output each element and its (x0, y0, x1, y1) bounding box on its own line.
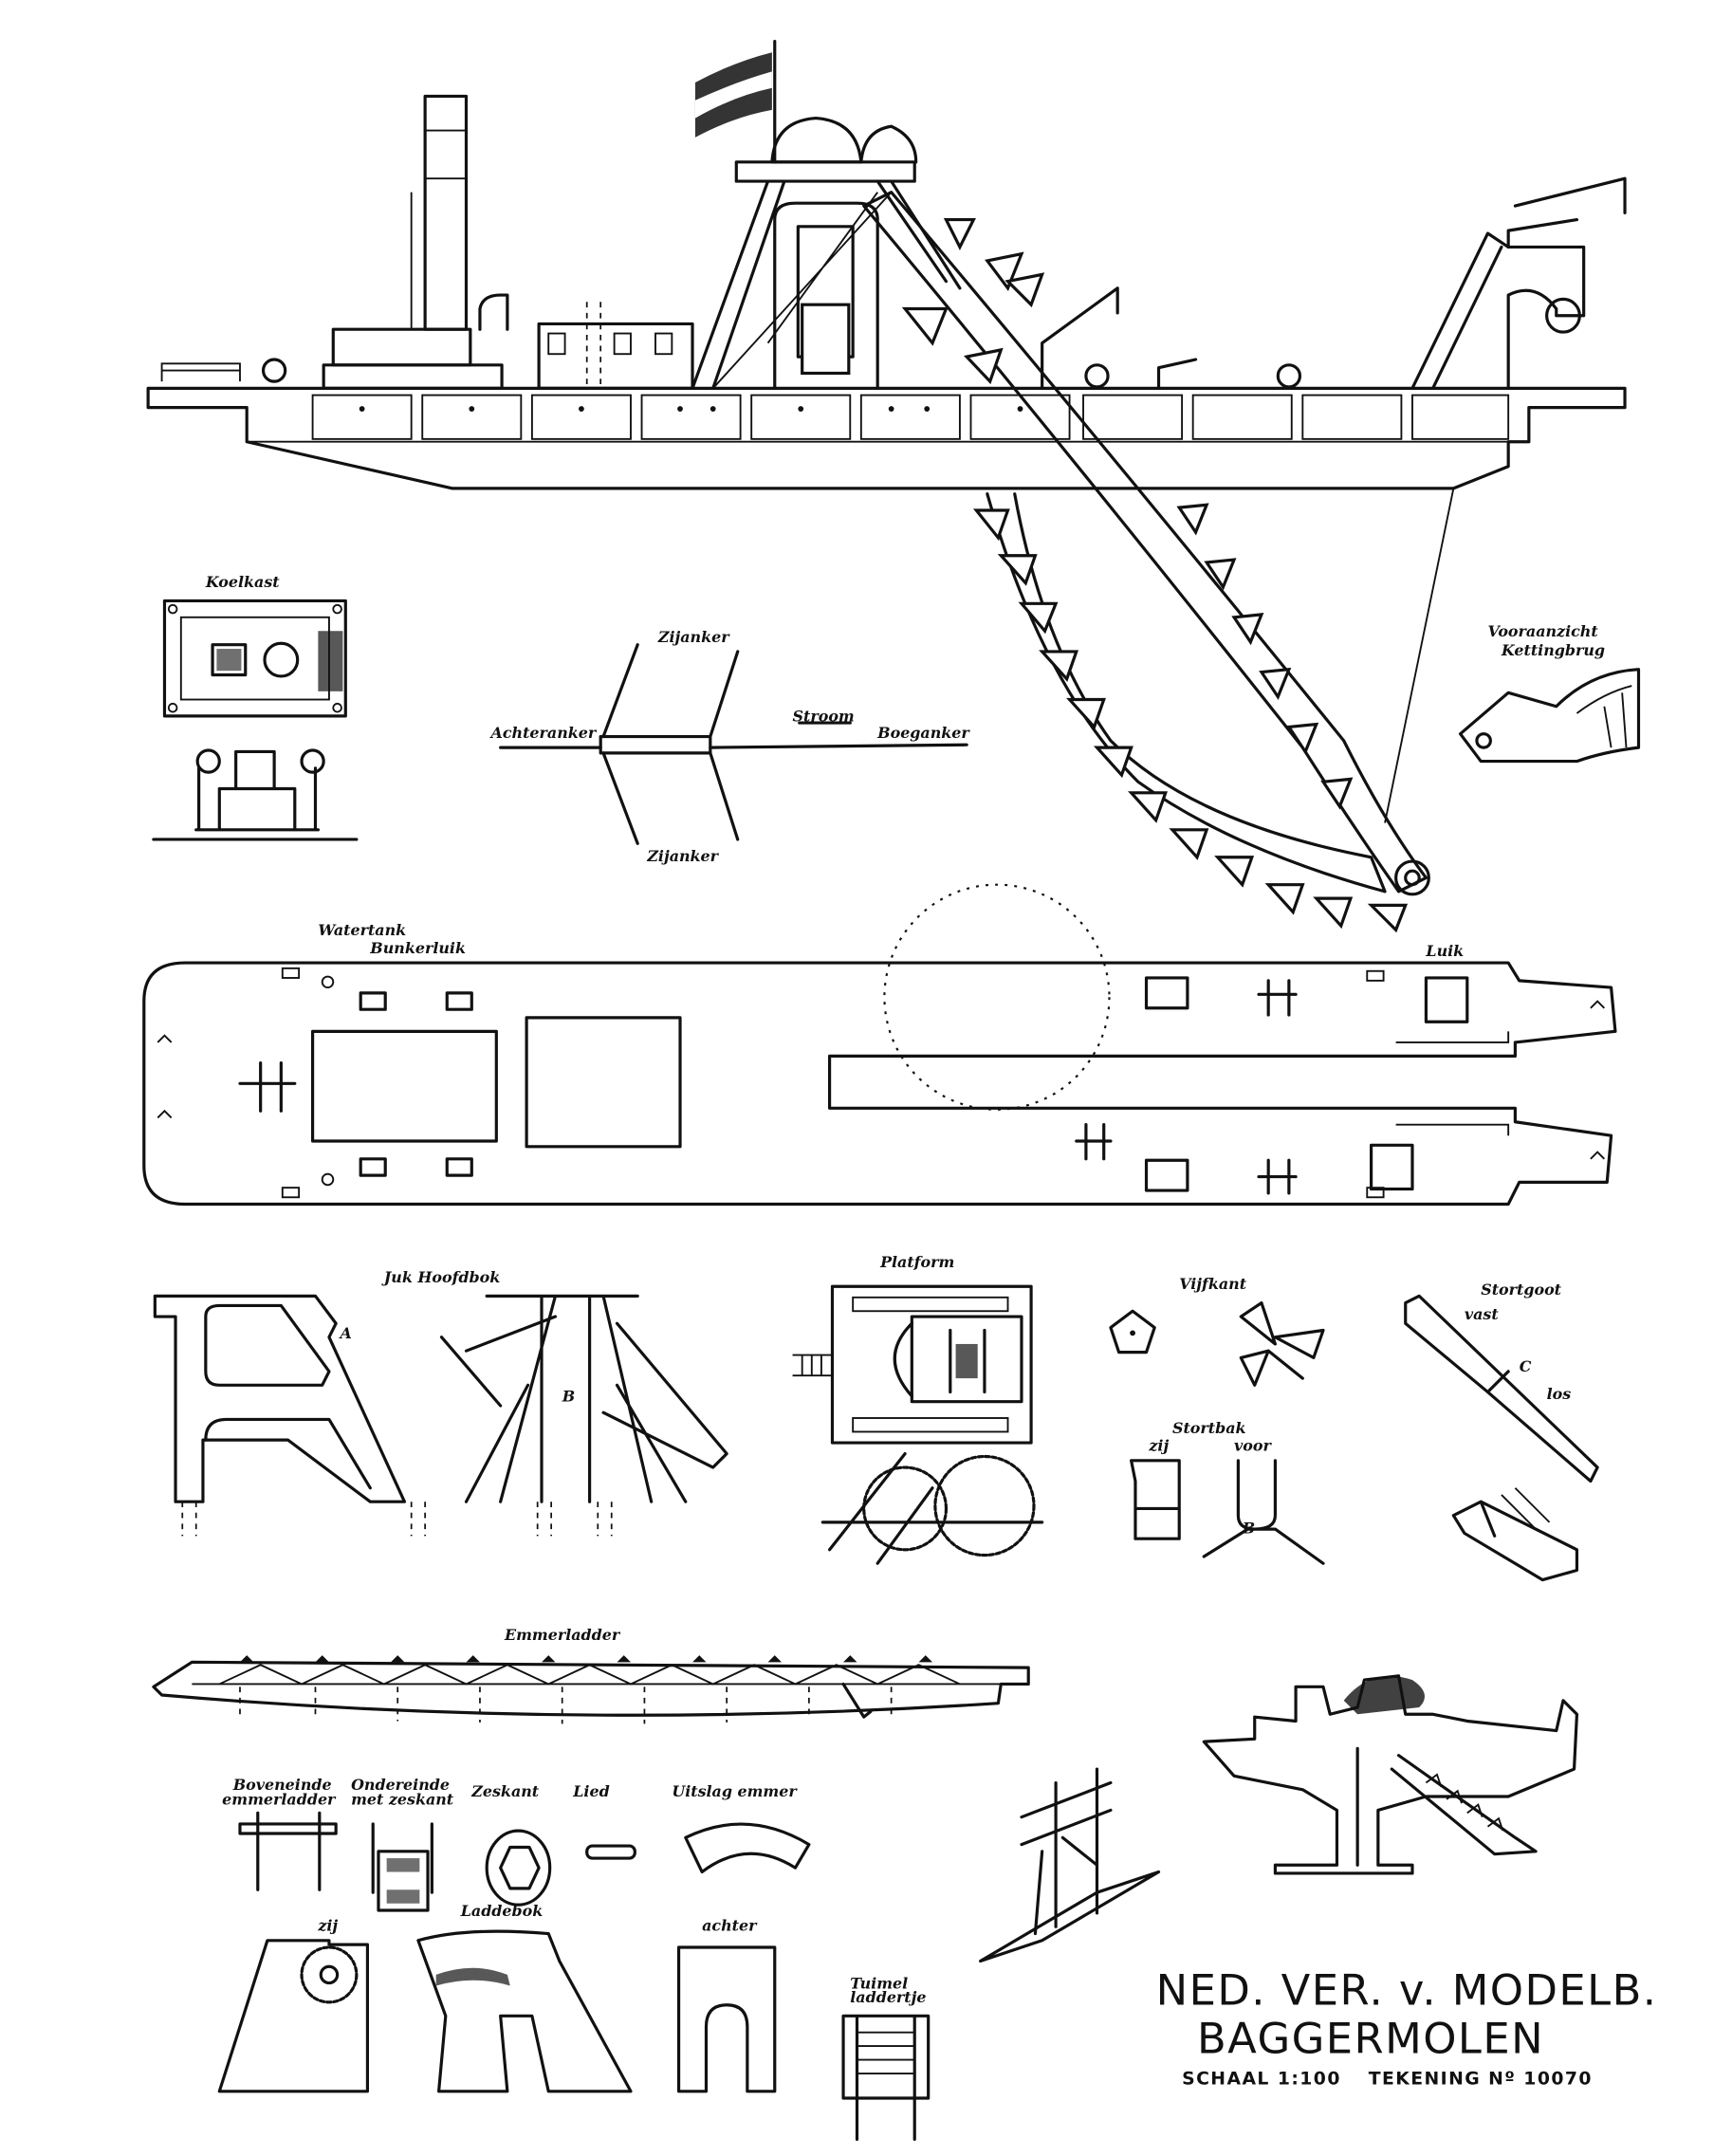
label-mark-b-stortbak: B (1242, 1519, 1255, 1537)
hull-panels (311, 394, 1510, 440)
label-platform: Platform (879, 1253, 954, 1271)
label-vast: vast (1465, 1305, 1499, 1323)
title-drawing-number: TEKENING Nº 10070 (1369, 2070, 1593, 2090)
label-zijanker-bottom: Zijanker (646, 847, 719, 865)
chimney (423, 94, 469, 331)
bucket-ladder-elevation (862, 191, 1455, 933)
label-stortgoot: Stortgoot (1481, 1281, 1561, 1299)
anchor-diagram: Zijanker Achteranker Stroom Boeganker Zi… (489, 628, 971, 865)
stortgoot-detail: Stortgoot vast los C (1404, 1281, 1599, 1582)
title-subject: BAGGERMOLEN (1197, 2013, 1544, 2063)
label-laddebok: Laddebok (460, 1902, 544, 1920)
deckhouse (537, 322, 694, 390)
label-uitslag-emmer: Uitslag emmer (672, 1782, 798, 1800)
label-watertank: Watertank (318, 921, 406, 939)
tuimel-laddertje-detail: Tuimel laddertje (841, 1974, 931, 2141)
label-laddertje: laddertje (850, 1988, 926, 2006)
plan-view: Watertank Bunkerluik Luik (142, 883, 1617, 1207)
label-los: los (1547, 1385, 1572, 1403)
label-stortbak: Stortbak (1172, 1419, 1246, 1437)
label-vooraanzicht: Vooraanzicht (1487, 622, 1598, 640)
label-lied: Lied (572, 1782, 609, 1800)
label-stroom: Stroom (793, 708, 855, 726)
label-stortbak-voor: voor (1234, 1437, 1272, 1455)
forward-gantry (1410, 176, 1627, 390)
label-laddebok-achter: achter (702, 1917, 758, 1935)
label-boveneinde-2: emmerladder (222, 1791, 337, 1809)
small-parts: Boveneinde emmerladder Ondereinde met ze… (222, 1776, 811, 1912)
isometric-column-detail (979, 1767, 1161, 1963)
label-mark-c: C (1520, 1357, 1532, 1375)
label-stortbak-zij: zij (1148, 1437, 1169, 1455)
main-tower (691, 116, 962, 390)
vijfkant-stortbak-detail: Vijfkant Stortbak zij voor B (1109, 1275, 1325, 1565)
label-boveneinde: Boveneinde (232, 1776, 332, 1794)
flag (694, 40, 777, 164)
label-ondereinde: Ondereinde (351, 1776, 450, 1794)
koelkast-detail: Koelkast (152, 573, 359, 841)
label-laddebok-zij: zij (317, 1917, 338, 1935)
label-bunkerluik: Bunkerluik (369, 939, 466, 957)
label-mark-b: B (562, 1388, 575, 1406)
label-boeganker: Boeganker (876, 724, 970, 742)
laddebok-detail: zij Laddebok achter (217, 1902, 777, 2093)
label-zeskant: Zeskant (470, 1782, 540, 1800)
label-ondereinde-2: met zeskant (351, 1791, 454, 1809)
emmerladder-detail: Emmerladder (152, 1626, 1030, 1724)
label-koelkast: Koelkast (205, 573, 280, 591)
title-block: NED. VER. v. MODELB. BAGGERMOLEN SCHAAL … (1156, 1965, 1658, 2090)
label-tuimel: Tuimel (850, 1974, 908, 1992)
label-mark-a: A (339, 1324, 352, 1342)
label-achteranker: Achteranker (489, 724, 598, 742)
label-emmerladder: Emmerladder (504, 1626, 621, 1644)
label-luik: Luik (1425, 942, 1464, 960)
label-kettingbrug: Kettingbrug (1501, 641, 1605, 659)
platform-detail: Platform (792, 1253, 1044, 1565)
juk-hoofdbok-detail: Juk Hoofdbok A B (153, 1268, 728, 1537)
dredger-silhouette (1202, 1674, 1579, 1875)
title-scale: SCHAAL 1:100 (1182, 2070, 1341, 2090)
label-zijanker-top: Zijanker (657, 628, 730, 646)
kettingbrug-front-view: Vooraanzicht Kettingbrug (1458, 622, 1641, 764)
title-society: NED. VER. v. MODELB. (1156, 1965, 1658, 2016)
side-elevation (146, 40, 1627, 933)
label-juk-hoofdbok: Juk Hoofdbok (381, 1268, 501, 1286)
label-vijfkant: Vijfkant (1179, 1275, 1247, 1293)
